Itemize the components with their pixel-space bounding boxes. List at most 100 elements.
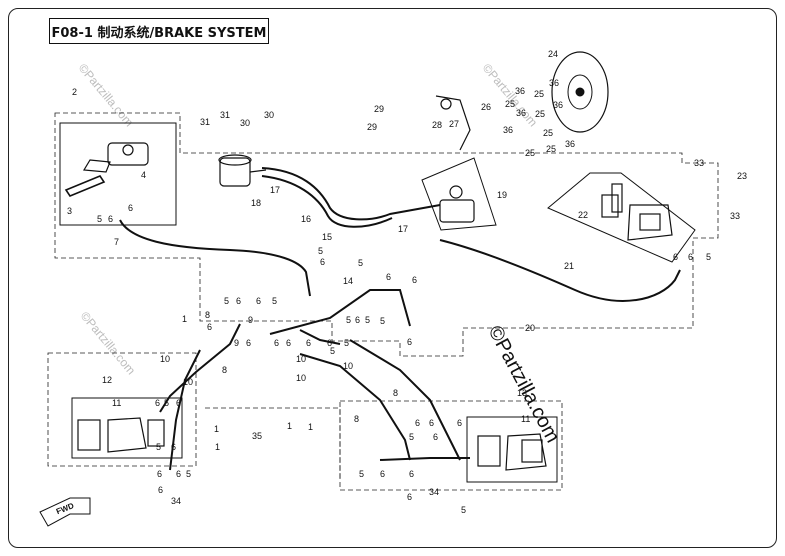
caliper-right-lower (477, 433, 547, 471)
callout-label: 2 (72, 87, 77, 97)
callout-label: 5 (706, 252, 711, 262)
callout-label: 6 (306, 338, 311, 348)
callout-label: 6 (433, 432, 438, 442)
callout-label: 22 (578, 210, 588, 220)
callout-label: 28 (432, 120, 442, 130)
callout-label: 8 (222, 365, 227, 375)
callout-label: 6 (157, 469, 162, 479)
title-box: F08-1 制动系统/BRAKE SYSTEM (49, 18, 269, 44)
callout-label: 25 (505, 99, 515, 109)
callout-label: 5 (272, 296, 277, 306)
callout-label: 5 (164, 398, 169, 408)
callout-label: 6 (155, 398, 160, 408)
callout-label: 17 (398, 224, 408, 234)
callout-label: 36 (553, 100, 563, 110)
callout-label: 16 (301, 214, 311, 224)
callout-label: 31 (220, 110, 230, 120)
callout-label: 6 (327, 338, 332, 348)
callout-label: 6 (176, 469, 181, 479)
watermark: ©Partzilla.com (480, 61, 541, 129)
callout-label: 6 (176, 398, 181, 408)
callout-label: 5 (186, 469, 191, 479)
callout-label: 5 (97, 214, 102, 224)
callout-label: 6 (409, 469, 414, 479)
callout-label: 34 (429, 487, 439, 497)
callout-label: 20 (525, 323, 535, 333)
callout-label: 35 (252, 431, 262, 441)
hose-14 (269, 289, 411, 335)
hose-16 (261, 167, 441, 221)
callout-label: 25 (546, 144, 556, 154)
callout-label: 6 (457, 418, 462, 428)
callout-label: 6 (246, 338, 251, 348)
watermark-large: ©Partzilla.com (484, 322, 564, 446)
callout-label: 10 (183, 377, 193, 387)
watermark: ©Partzilla.com (76, 61, 137, 129)
callout-label: 6 (128, 203, 133, 213)
group-boxes (47, 112, 719, 491)
callout-label: 10 (343, 361, 353, 371)
callout-label: 1 (215, 442, 220, 452)
hose-upper-bridge (299, 329, 341, 345)
callout-label: 36 (516, 108, 526, 118)
hose-lower-left (169, 349, 201, 471)
callout-label: 8 (205, 310, 210, 320)
callout-label: 5 (344, 338, 349, 348)
callout-label: 13 (517, 388, 527, 398)
callout-label: 5 (358, 258, 363, 268)
callout-label: 26 (481, 102, 491, 112)
hose-10-mid (299, 353, 411, 461)
callout-label: 6 (158, 485, 163, 495)
callout-label: 12 (102, 375, 112, 385)
callout-label: 6 (171, 442, 176, 452)
callout-label: 36 (565, 139, 575, 149)
hose-20 (439, 239, 681, 302)
callout-label: 3 (67, 206, 72, 216)
callout-label: 17 (270, 185, 280, 195)
reservoir-box (421, 157, 497, 231)
callout-label: 1 (182, 314, 187, 324)
callout-label: 9 (248, 315, 253, 325)
hose-10-left (159, 323, 241, 413)
callout-label: 4 (141, 170, 146, 180)
hose-7 (119, 219, 311, 297)
callout-label: 6 (415, 418, 420, 428)
callout-label: 5 (359, 469, 364, 479)
callout-label: 11 (521, 414, 530, 424)
callout-label: 5 (380, 316, 385, 326)
callout-label: 6 (688, 252, 693, 262)
callout-label: 5 (409, 432, 414, 442)
callout-label: 6 (286, 338, 291, 348)
callout-label: 8 (354, 414, 359, 424)
callout-label: 6 (386, 272, 391, 282)
callout-label: 5 (365, 315, 370, 325)
brake-disc (551, 51, 609, 133)
callout-label: 7 (114, 237, 119, 247)
left-caliper-group-box (47, 352, 197, 467)
callout-label: 5 (318, 246, 323, 256)
callout-label: 36 (515, 86, 525, 96)
callout-label: 5 (156, 442, 161, 452)
callout-label: 33 (730, 211, 740, 221)
callout-label: 6 (355, 315, 360, 325)
hose-15 (261, 175, 393, 228)
callout-label: 25 (543, 128, 553, 138)
callout-label: 5 (224, 296, 229, 306)
callout-label: 30 (264, 110, 274, 120)
callout-label: 10 (296, 354, 306, 364)
master-cylinder-left (64, 142, 149, 197)
callout-label: 6 (274, 338, 279, 348)
callout-label: 27 (449, 119, 459, 129)
left-caliper-box (71, 397, 183, 459)
callout-label: 1 (214, 424, 219, 434)
callout-label: 21 (564, 261, 574, 271)
reservoir (218, 154, 267, 187)
hose-lower-right (379, 457, 470, 461)
callout-label: 10 (296, 373, 306, 383)
hose-10-right (349, 339, 461, 461)
callout-label: 6 (108, 214, 113, 224)
callout-label: 24 (548, 49, 558, 59)
right-caliper-box (466, 416, 558, 483)
handlebar-box (59, 122, 177, 226)
